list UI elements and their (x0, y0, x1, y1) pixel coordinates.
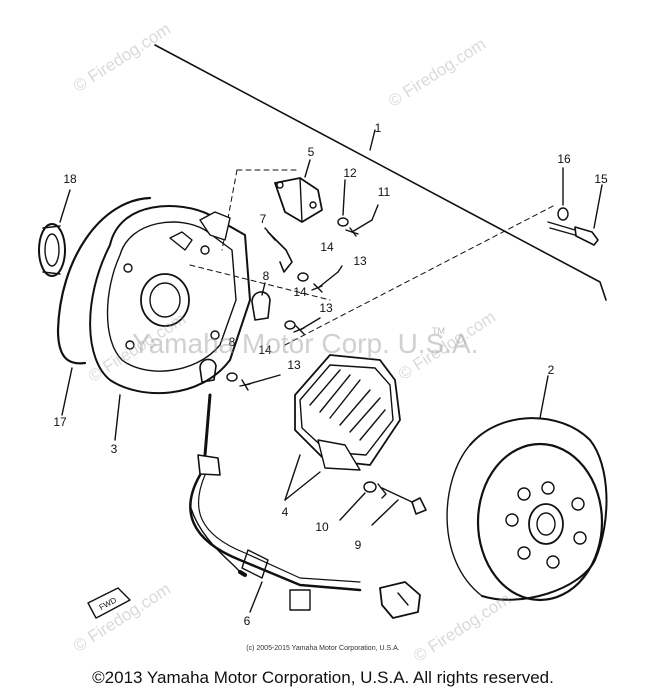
clamp-part-8a (251, 291, 271, 321)
callout-12: 12 (343, 166, 357, 180)
callout-2: 2 (548, 363, 555, 377)
callout-18: 18 (63, 172, 77, 186)
fwd-label: FWD (98, 595, 119, 612)
stator-coils-part (294, 354, 401, 471)
washer-14a (297, 272, 309, 282)
callout-16: 16 (557, 152, 571, 166)
screw-13c (239, 374, 281, 391)
washer-16 (557, 207, 569, 221)
leader-line-4b (284, 471, 321, 501)
copyright-small: (c) 2005-2015 Yamaha Motor Corporation, … (246, 645, 400, 652)
watermark-tm: TM (432, 326, 445, 336)
leader-line-3 (114, 394, 121, 441)
leader-line-12 (342, 179, 346, 216)
leader-line-15 (593, 184, 603, 229)
callout-1: 1 (375, 121, 382, 135)
copyright-main: ©2013 Yamaha Motor Corporation, U.S.A. A… (92, 668, 554, 687)
callout-14b: 14 (293, 285, 307, 299)
rotor-flywheel-part (446, 417, 608, 602)
oil-seal-part (38, 223, 66, 277)
callout-14c: 14 (258, 343, 272, 357)
wire-harness-part (189, 393, 421, 619)
callout-7: 7 (260, 212, 267, 226)
callout-10: 10 (315, 520, 329, 534)
callout-3: 3 (111, 442, 118, 456)
callout-13b: 13 (319, 301, 333, 315)
callout-4: 4 (282, 505, 289, 519)
callout-8b: 8 (229, 335, 236, 349)
leader-line-17 (61, 367, 73, 416)
callout-5: 5 (308, 145, 315, 159)
callout-8a: 8 (263, 269, 270, 283)
callout-11: 11 (378, 185, 391, 199)
leader-line-1 (369, 129, 376, 151)
dashed-leader-stator (189, 264, 331, 301)
watermark-brand: Yamaha Motor Corp. U.S.A. (132, 328, 479, 359)
o-ring-part (56, 196, 152, 365)
fwd-arrow-part (87, 587, 131, 619)
callout-13a: 13 (353, 254, 367, 268)
washer-10 (363, 481, 377, 493)
leader-line-10 (339, 492, 366, 521)
leader-line-6 (249, 581, 263, 613)
leader-line-18 (59, 189, 71, 223)
washer-12 (337, 217, 349, 227)
callout-9: 9 (355, 538, 362, 552)
callout-13c: 13 (287, 358, 301, 372)
leader-line-5 (304, 159, 311, 178)
stator-base-part (89, 205, 251, 395)
leader-line-2 (539, 375, 549, 419)
washer-14b (284, 320, 296, 330)
bolt-15 (547, 221, 599, 246)
clamp-part-8b (199, 358, 217, 383)
clip-part-7 (267, 231, 293, 273)
pickup-coil-part (274, 177, 323, 223)
callout-17: 17 (53, 415, 67, 429)
leader-line-4a (284, 454, 301, 501)
assembly-bracket-line (154, 44, 607, 301)
leader-line-7 (264, 227, 276, 241)
callout-15: 15 (594, 172, 608, 186)
callout-14a: 14 (320, 240, 334, 254)
leader-line-8a (261, 282, 266, 296)
callout-6: 6 (244, 614, 251, 628)
screw-13a (311, 265, 343, 293)
screw-13b (293, 317, 321, 335)
dashed-leader-bolt (284, 204, 556, 346)
bolt-9 (377, 483, 427, 515)
washer-14c (226, 372, 238, 382)
screw-11 (345, 204, 379, 237)
leader-line-9 (371, 499, 399, 526)
